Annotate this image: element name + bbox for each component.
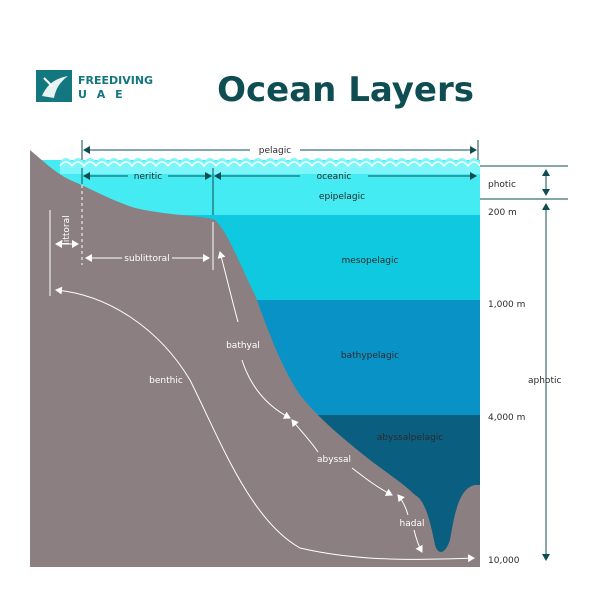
bathyal-label: bathyal	[226, 341, 260, 351]
abyssalpelagic-label: abyssalpelagic	[377, 433, 443, 443]
littoral-marks	[49, 185, 83, 296]
neritic-label: neritic	[134, 172, 162, 182]
pelagic-dimension	[81, 140, 479, 160]
depth-200: 200 m	[488, 208, 517, 218]
benthic-label: benthic	[149, 376, 183, 386]
surface-wave	[60, 158, 480, 174]
logo: FREEDIVING U A E	[36, 70, 153, 102]
depth-10000: 10,000	[488, 556, 520, 566]
bathypelagic-label: bathypelagic	[341, 351, 399, 361]
pelagic-label: pelagic	[259, 146, 291, 156]
neritic-oceanic-dimension	[81, 168, 477, 215]
sublittoral-dimension	[85, 222, 214, 270]
oceanic-label: oceanic	[317, 172, 352, 182]
page-title: Ocean Layers	[217, 70, 474, 110]
benthic-arrow	[55, 286, 475, 563]
logo-line1: FREEDIVING	[78, 74, 153, 87]
photic-label: photic	[488, 180, 516, 190]
depth-1000: 1,000 m	[488, 300, 525, 310]
epipelagic-label: epipelagic	[319, 192, 365, 202]
mesopelagic-label: mesopelagic	[342, 256, 399, 266]
logo-line2: U A E	[78, 88, 126, 101]
littoral-label: littoral	[62, 215, 72, 244]
hadal-label: hadal	[400, 519, 425, 529]
light-zone-dimension	[480, 165, 568, 561]
surface-wave-line	[59, 161, 481, 168]
depth-4000: 4,000 m	[488, 413, 525, 423]
aphotic-label: aphotic	[528, 376, 561, 386]
abyssal-label: abyssal	[317, 455, 351, 465]
sublittoral-label: sublittoral	[124, 254, 169, 264]
